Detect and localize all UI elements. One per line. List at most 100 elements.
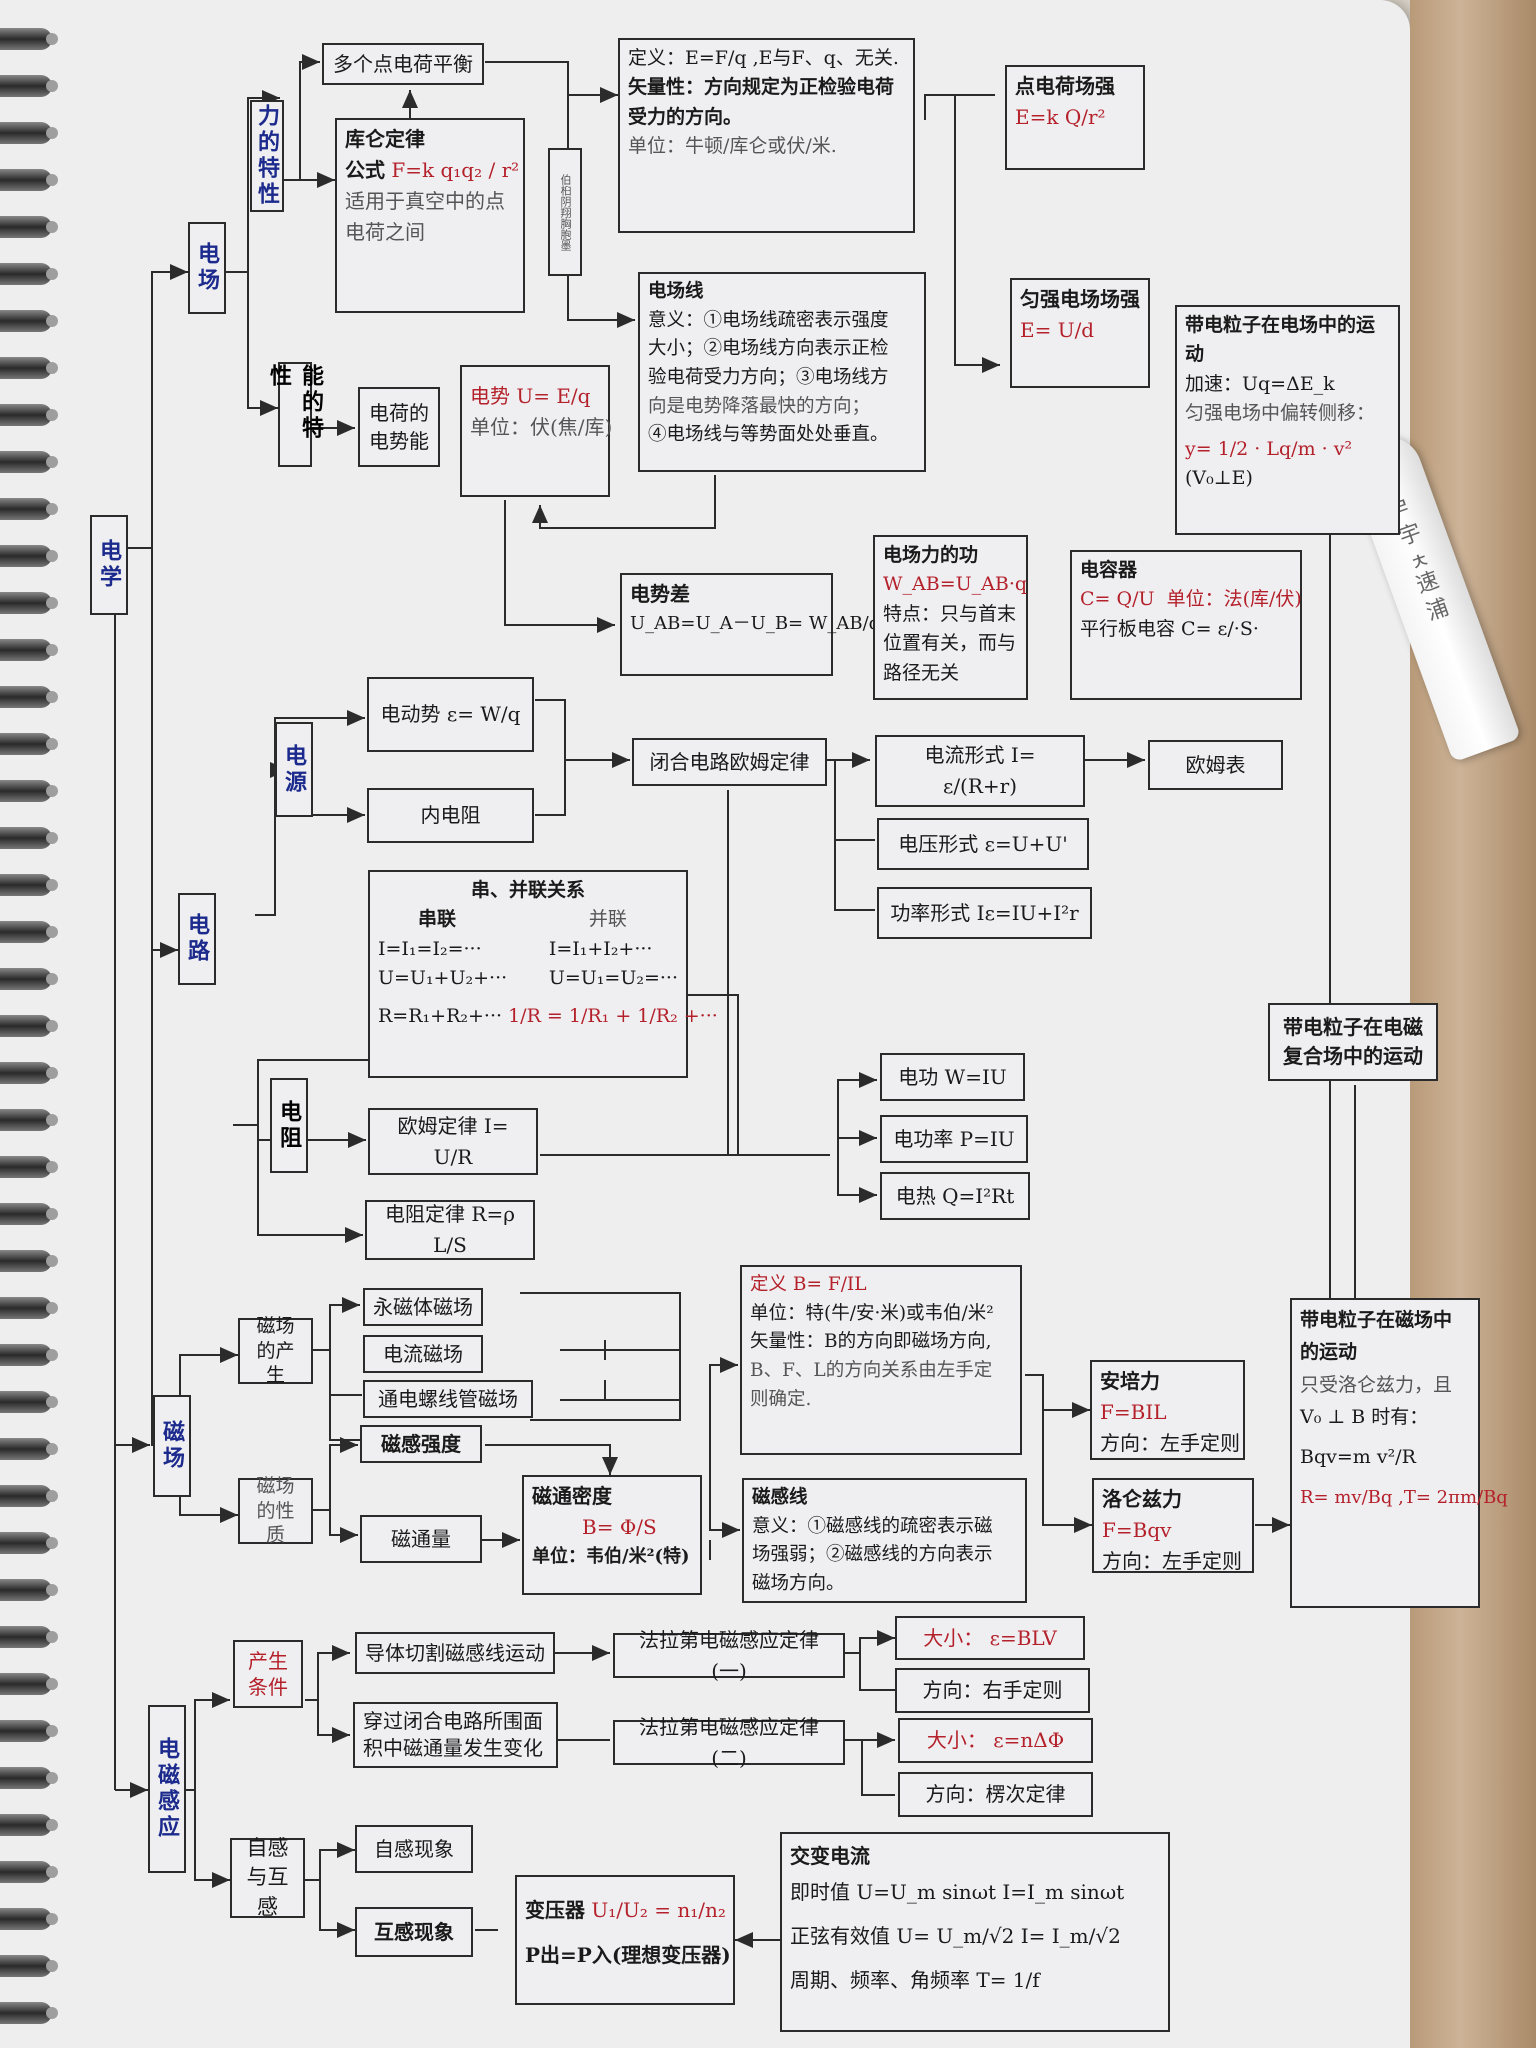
- self-mutual-induction: 自感与互感: [230, 1836, 305, 1919]
- binding-hole: [46, 1819, 58, 1831]
- series-parallel-box: 串、并联关系 串联 I=I₁=I₂=··· U=U₁+U₂+··· 并联 I=I…: [368, 870, 718, 1078]
- uniform-field-box: 匀强电场场强 E= U/d: [1010, 278, 1150, 388]
- electric-power-label: 电功率 P=IU: [893, 1126, 1015, 1151]
- point-field-formula: E=k Q/r²: [1015, 105, 1106, 129]
- particle-magnetic-force-eq: Bqv=m v²/R: [1300, 1446, 1416, 1469]
- alternating-current-box: 交变电流 即时值 U=U_m sinωt I=I_m sinωt 正弦有效值 U…: [780, 1832, 1170, 2032]
- current-magnetic-field: 电流磁场: [363, 1335, 483, 1373]
- field-lines-line4: 向是电势降落最快的方向；: [648, 395, 871, 417]
- voltage-form-label: 电压形式 ε=U+U': [898, 831, 1068, 856]
- field-lines-line2: 大小；②电场线方向表示正检: [648, 338, 889, 360]
- spiral-ring: [0, 1391, 52, 1413]
- binding-hole: [46, 1302, 58, 1314]
- binding-hole: [46, 738, 58, 750]
- binding-hole: [46, 1114, 58, 1126]
- binding-hole: [46, 1866, 58, 1878]
- binding-hole: [46, 456, 58, 468]
- category-electricity-label: 电学: [96, 539, 122, 591]
- binding-hole: [46, 1067, 58, 1079]
- capacitor-unit: 单位：法(库/伏): [1166, 588, 1302, 611]
- spiral-ring: [0, 263, 52, 285]
- field-definition-box: 定义：E=F/q ,E与F、q、无关. 矢量性：方向规定为正检验电荷受力的方向。…: [618, 38, 915, 233]
- binding-hole: [46, 973, 58, 985]
- spiral-ring: [0, 1203, 52, 1225]
- energy-property-label: 能的特性: [266, 364, 324, 442]
- potential-formula: 电势 U= E/q: [470, 384, 591, 408]
- magnetic-induction-strength: 磁感强度: [360, 1425, 482, 1463]
- electric-heat-label: 电热 Q=I²Rt: [895, 1183, 1015, 1208]
- spiral-ring: [0, 1344, 52, 1366]
- emf-size-1-box: 大小： ε=BLV: [895, 1616, 1085, 1660]
- magnetic-induction-label: 磁感强度: [381, 1431, 461, 1456]
- spiral-ring: [0, 1626, 52, 1648]
- binding-hole: [46, 1255, 58, 1267]
- category-electricity: 电学: [90, 515, 128, 615]
- spiral-ring: [0, 28, 52, 50]
- particle-magnetic-radius-period: R= mv/Bq ,T= 2πm/Bq: [1300, 1487, 1508, 1509]
- field-lines-box: 电场线 意义：①电场线疏密表示强度 大小；②电场线方向表示正检 验电荷受力方向；…: [638, 272, 926, 472]
- uniform-field-formula: E= U/d: [1020, 318, 1095, 342]
- b-left-hand: 则确定.: [750, 1388, 812, 1410]
- magnetic-lines-box: 磁感线 意义：①磁感线的疏密表示磁 场强弱；②磁感线的方向表示 磁场方向。: [742, 1478, 1027, 1603]
- transformer-title: 变压器: [525, 1898, 585, 1922]
- resistance-category: 电阻: [270, 1078, 308, 1173]
- flux-change-box: 穿过闭合电路所围面积中磁通量发生变化: [353, 1702, 558, 1768]
- spiral-ring: [0, 357, 52, 379]
- conductor-cutting-label: 导体切割磁感线运动: [365, 1640, 545, 1665]
- particle-magnetic-perpendicular: V₀ ⊥ B 时有：: [1300, 1405, 1429, 1428]
- binding-hole: [46, 1537, 58, 1549]
- mutual-induction-box: 互感现象: [355, 1907, 473, 1957]
- closed-circuit-ohm-box: 闭合电路欧姆定律: [632, 738, 827, 786]
- spiral-ring: [0, 686, 52, 708]
- generation-condition-label: 产生条件: [248, 1649, 288, 1699]
- point-field-title: 点电荷场强: [1015, 74, 1115, 98]
- solenoid-field: 通电螺线管磁场: [363, 1380, 533, 1418]
- binding-hole: [46, 1443, 58, 1455]
- spiral-ring: [0, 169, 52, 191]
- uniform-field-title: 匀强电场场强: [1020, 287, 1140, 311]
- spiral-ring: [0, 1861, 52, 1883]
- particle-magnetic-box: 带电粒子在磁场中的运动 只受洛仑兹力，且 V₀ ⊥ B 时有： Bqv=m v²…: [1290, 1298, 1508, 1608]
- capacitor-formula: C= Q/U: [1080, 588, 1155, 611]
- b-vector: 矢量性：B的方向即磁场方向,: [750, 1331, 992, 1353]
- b-definition: 定义 B= F/IL: [750, 1274, 867, 1295]
- field-lines-line3: 验电荷受力方向；③电场线方: [648, 367, 889, 389]
- spiral-ring: [0, 122, 52, 144]
- binding-hole: [46, 1349, 58, 1361]
- series-resistance: R=R₁+R₂+···: [378, 1004, 503, 1027]
- binding-hole: [46, 1678, 58, 1690]
- spiral-ring: [0, 75, 52, 97]
- binding-hole: [46, 33, 58, 45]
- multi-charge-balance-label: 多个点电荷平衡: [333, 51, 473, 76]
- compound-field-label: 带电粒子在电磁复合场中的运动: [1283, 1015, 1423, 1068]
- binding-hole: [46, 80, 58, 92]
- faraday-law-2-box: 法拉第电磁感应定律(二): [613, 1715, 845, 1770]
- potential-difference-formula: U_AB=U_A－U_B= W_AB/q: [630, 613, 881, 634]
- magnetic-flux-label: 磁通量: [391, 1526, 451, 1551]
- binding-hole: [46, 1725, 58, 1737]
- spiral-ring: [0, 451, 52, 473]
- magnetic-lines-title: 磁感线: [752, 1487, 808, 1508]
- spiral-ring: [0, 874, 52, 896]
- magnetic-field-label: 磁场: [159, 1420, 185, 1472]
- field-lines-line1: 意义：①电场线疏密表示强度: [648, 309, 889, 331]
- force-property-label: 力的特性: [254, 104, 280, 208]
- field-vector-property: 矢量性：方向规定为正检验电荷受力的方向。: [628, 76, 895, 128]
- series-label: 串联: [418, 908, 457, 931]
- flux-change-label: 穿过闭合电路所围面积中磁通量发生变化: [363, 1709, 543, 1760]
- spiral-ring: [0, 1767, 52, 1789]
- spiral-ring: [0, 968, 52, 990]
- flux-density-formula: B= Φ/S: [582, 1515, 657, 1539]
- particle-magnetic-condition: 只受洛仑兹力，且: [1300, 1373, 1453, 1396]
- capacitor-title: 电容器: [1080, 559, 1138, 581]
- ac-instantaneous: 即时值 U=U_m sinωt I=I_m sinωt: [790, 1880, 1125, 1904]
- particle-condition: (V₀⊥E): [1185, 467, 1253, 490]
- transformer-formula: U₁/U₂ = n₁/n₂: [591, 1898, 726, 1922]
- faraday-law-2-label: 法拉第电磁感应定律(二): [639, 1714, 819, 1770]
- spiral-ring: [0, 1673, 52, 1695]
- spiral-ring: [0, 1814, 52, 1836]
- spiral-ring: [0, 1109, 52, 1131]
- point-charge-field-box: 点电荷场强 E=k Q/r²: [1005, 65, 1145, 170]
- ac-title: 交变电流: [790, 1844, 870, 1868]
- flux-density-unit: 单位：韦伯/米²(特): [532, 1546, 690, 1567]
